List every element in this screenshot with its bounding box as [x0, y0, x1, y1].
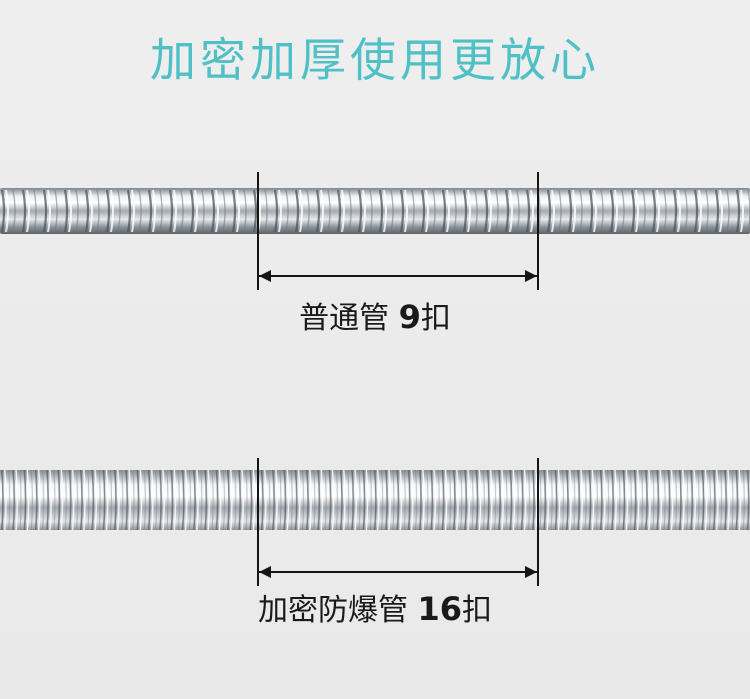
turn-count: 16 [417, 590, 463, 628]
reinforced-hose-image [0, 462, 750, 538]
standard-hose-image [0, 188, 750, 234]
marker-right-line [537, 458, 539, 586]
caption-label: 加密防爆管 [257, 593, 408, 628]
marker-left-line [257, 172, 259, 290]
turn-unit: 扣 [462, 593, 493, 628]
reinforced-hose-caption: 加密防爆管 16扣 [0, 589, 750, 631]
caption-label: 普通管 [299, 301, 390, 336]
span-arrow [259, 270, 537, 282]
marker-left-line [257, 458, 259, 586]
turn-count: 9 [398, 298, 421, 336]
standard-hose-caption: 普通管 9扣 [0, 297, 750, 339]
span-arrow [259, 566, 537, 578]
turn-unit: 扣 [420, 301, 451, 336]
headline: 加密加厚使用更放心 [150, 33, 600, 87]
marker-right-line [537, 172, 539, 290]
